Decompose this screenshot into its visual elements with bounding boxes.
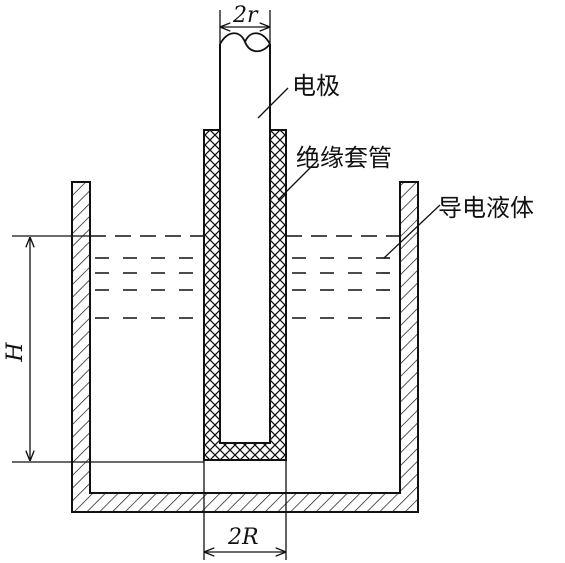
container-vessel xyxy=(71,181,419,513)
label-H: H xyxy=(3,342,28,363)
label-electrode: 电极 xyxy=(292,72,340,100)
electrode-rod xyxy=(219,32,271,444)
dimension-H: H xyxy=(3,235,204,463)
label-2R: 2R xyxy=(227,525,259,550)
dimension-2R: 2R xyxy=(203,460,287,560)
label-conductive-liquid: 导电液体 xyxy=(438,194,534,222)
dimension-2r: 2r xyxy=(219,3,271,44)
liquid-surface-lines xyxy=(90,235,400,319)
label-2r: 2r xyxy=(232,3,259,28)
leader-lines xyxy=(257,87,441,259)
label-insulating-sleeve: 绝缘套管 xyxy=(296,144,392,172)
